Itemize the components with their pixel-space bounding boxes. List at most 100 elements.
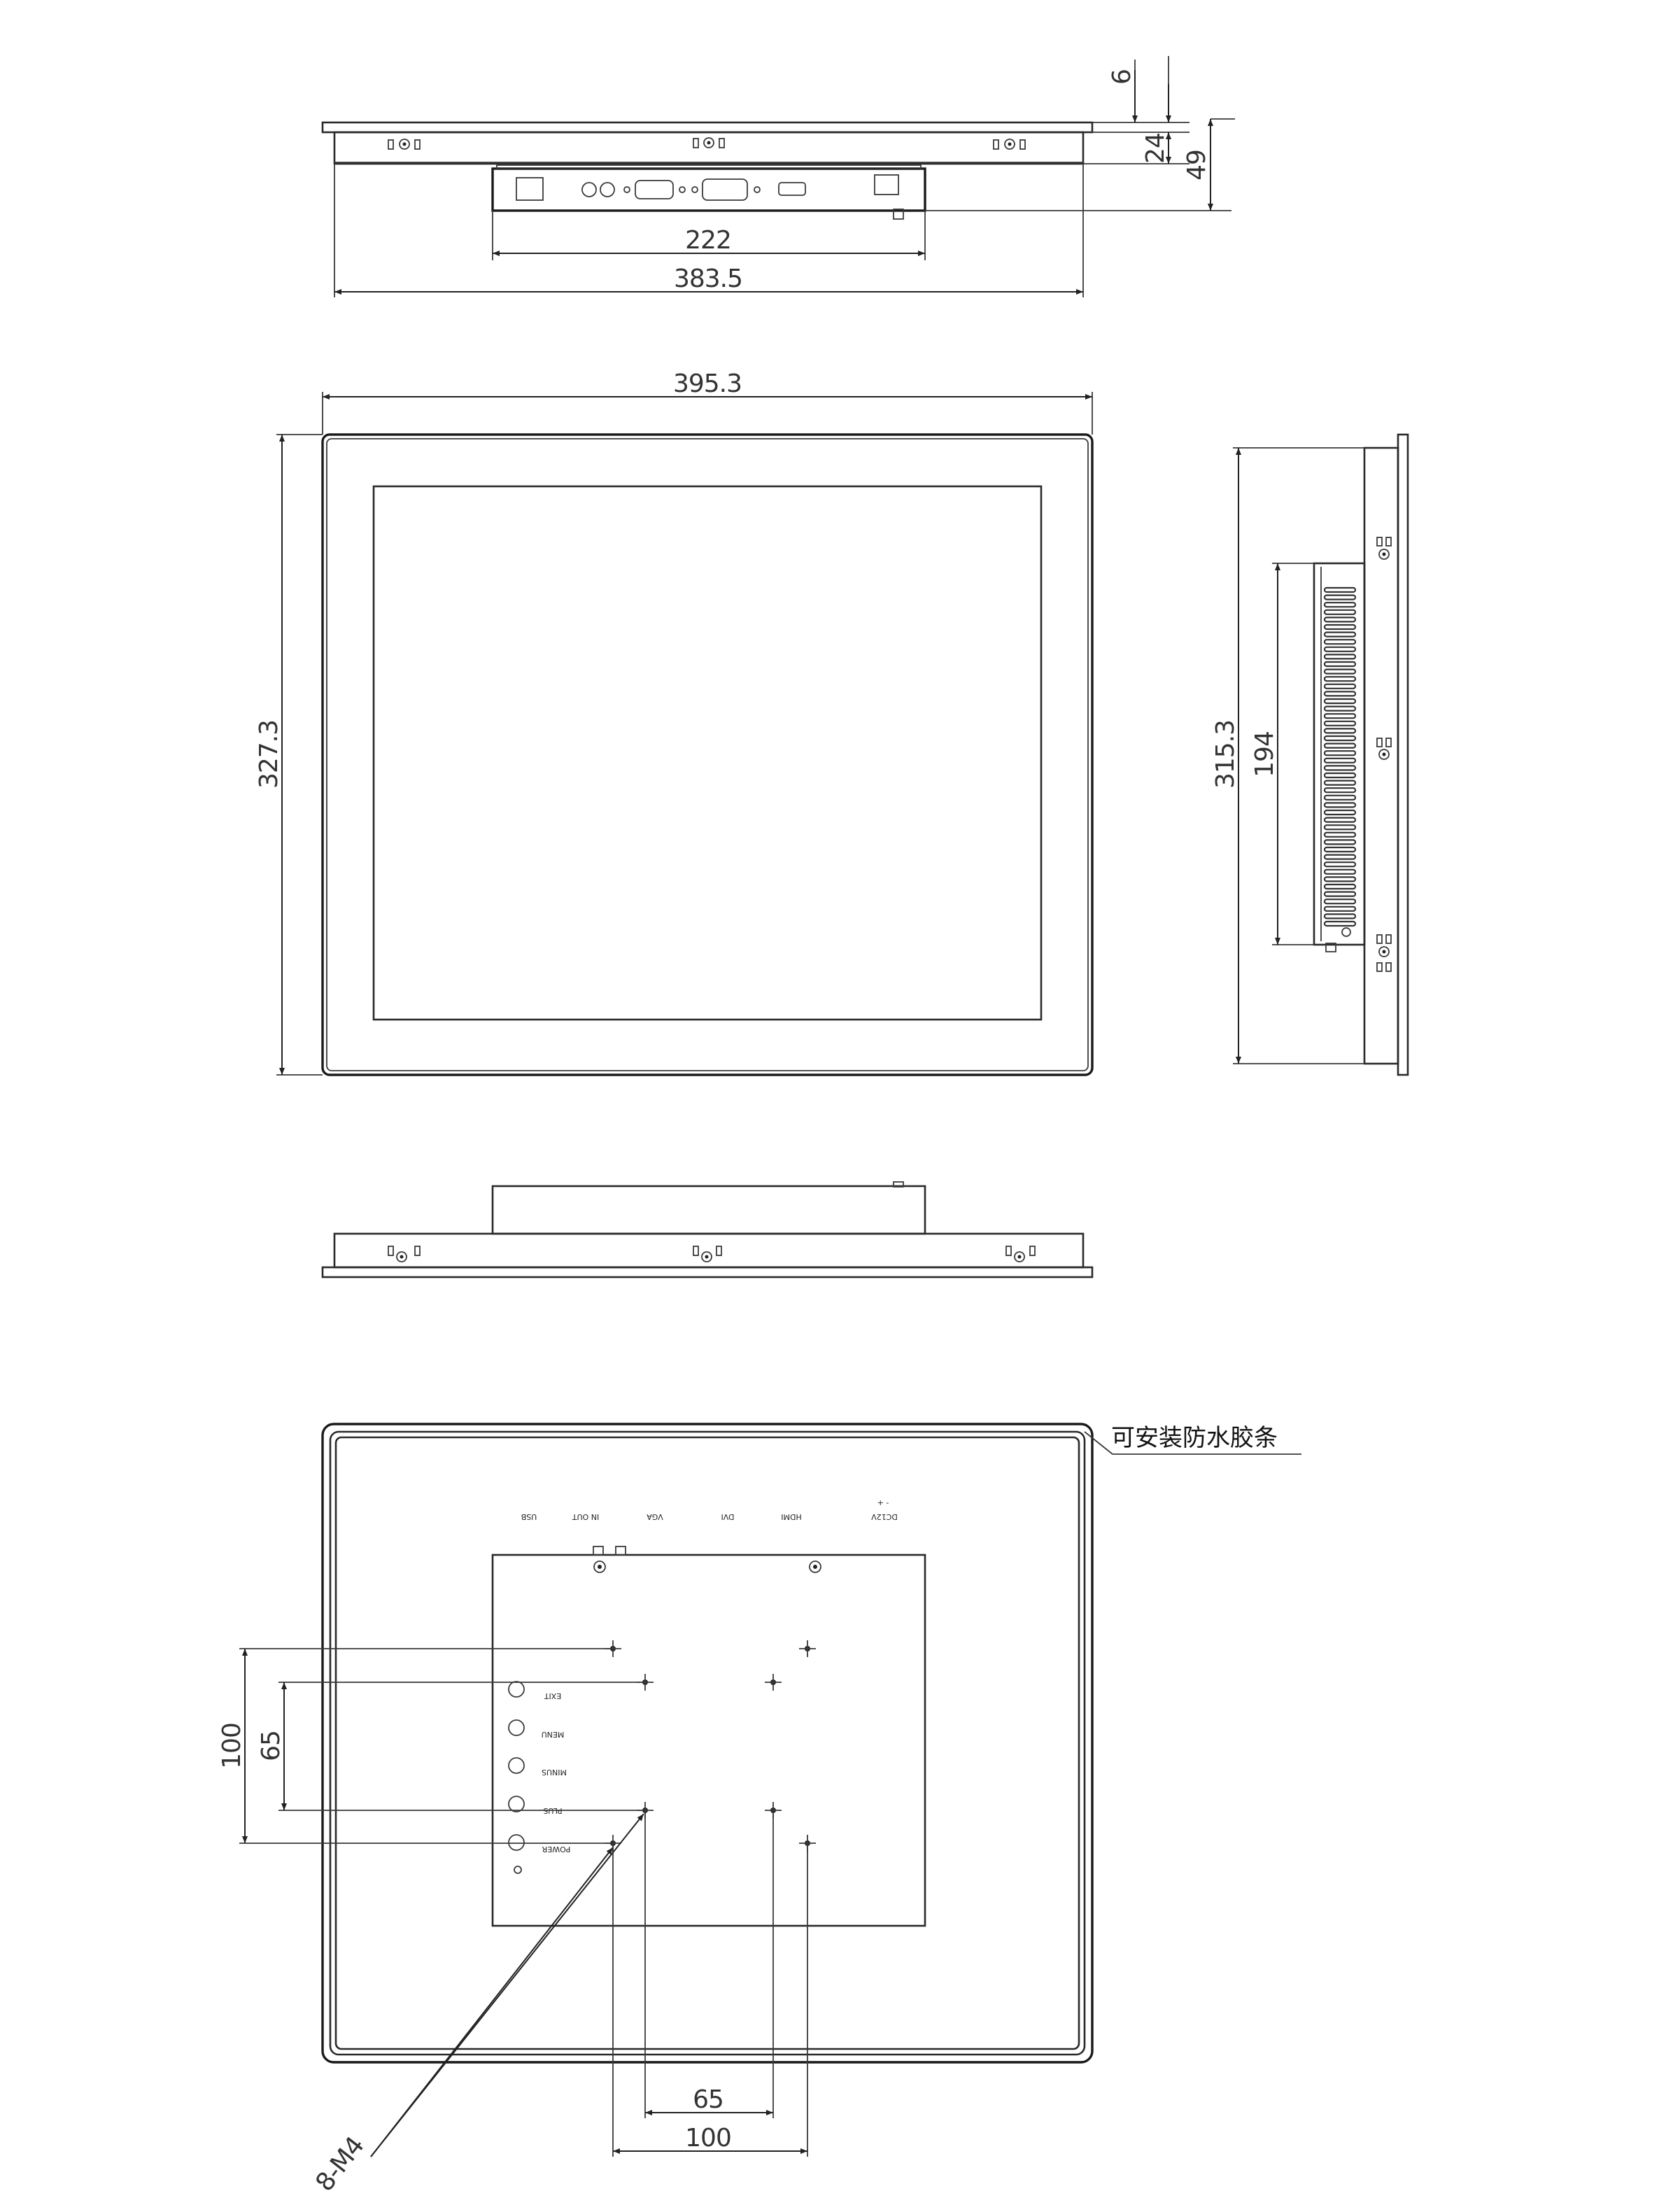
dim-rear-100-horizontal: 100 xyxy=(685,2124,731,2153)
vent-slot xyxy=(1323,720,1357,726)
port-label-hdmi: HDMI xyxy=(781,1512,801,1521)
vent-slot xyxy=(1323,757,1357,763)
dim-rear-100-vertical: 100 xyxy=(218,1723,246,1769)
vent-slot xyxy=(1323,698,1357,705)
vent-slot xyxy=(1323,913,1357,920)
vent-slot xyxy=(1323,654,1357,660)
side-view: 315.3 194 xyxy=(1211,433,1409,1076)
bottom-view-screw-mid xyxy=(693,1246,722,1262)
waterproof-strip xyxy=(329,1430,1086,2056)
side-view-screw-mid xyxy=(1376,738,1392,760)
minus-button[interactable] xyxy=(508,1757,525,1774)
dim-383-5: 383.5 xyxy=(674,265,742,293)
port-label-dvi: DVI xyxy=(721,1512,734,1521)
vent-slot xyxy=(1323,868,1357,875)
port-label-polarity: + - xyxy=(877,1498,889,1507)
osd-buttons: EXIT MENU MINUS PLUS POWER xyxy=(508,1681,570,1874)
vent-slot xyxy=(1323,594,1357,600)
vent-slot xyxy=(1323,713,1357,719)
bottom-view-screw-left xyxy=(388,1246,421,1262)
dim-327-3: 327.3 xyxy=(255,720,283,789)
button-label-exit: EXIT xyxy=(544,1691,561,1700)
vent-slot xyxy=(1323,787,1357,794)
dim-395-3: 395.3 xyxy=(673,369,742,398)
front-view: 395.3 327.3 xyxy=(255,369,1094,1076)
dim-222: 222 xyxy=(685,226,731,255)
top-view-io-box xyxy=(491,167,926,212)
vent-slot xyxy=(1323,831,1357,838)
vent-slot xyxy=(1323,824,1357,831)
vent-slot xyxy=(1323,668,1357,675)
vent-slot xyxy=(1323,846,1357,853)
rear-outer-frame xyxy=(321,1423,1094,2064)
usb-port-icon xyxy=(516,177,544,201)
plus-button[interactable] xyxy=(508,1796,525,1812)
top-view-screw-right xyxy=(993,139,1026,150)
front-bezel xyxy=(321,433,1094,1076)
vent-slot xyxy=(1323,631,1357,637)
vesa-holes xyxy=(605,1640,816,1852)
vent-slot xyxy=(1323,906,1357,912)
vent-slot xyxy=(1323,728,1357,734)
exit-button[interactable] xyxy=(508,1681,525,1698)
port-label-vga: VGA xyxy=(647,1512,663,1521)
vent-slot xyxy=(1323,891,1357,897)
bottom-view-screw-right xyxy=(1005,1246,1036,1262)
vent-slot xyxy=(1323,750,1357,756)
bottom-view-body xyxy=(333,1232,1085,1269)
cover-screw-left xyxy=(593,1561,606,1573)
vent-slot xyxy=(1323,742,1357,749)
power-led-icon xyxy=(514,1866,522,1874)
vent-slot xyxy=(1323,586,1357,593)
rear-back-cover xyxy=(491,1554,926,1927)
audio-out-jack-icon xyxy=(600,182,615,197)
vent-slot xyxy=(1323,920,1357,927)
top-view-body xyxy=(333,131,1085,165)
dim-rear-65-vertical: 65 xyxy=(257,1731,285,1761)
menu-button[interactable] xyxy=(508,1719,525,1736)
top-view-screw-mid xyxy=(693,137,725,148)
vga-port-icon xyxy=(635,180,674,199)
bottom-view-frame-lip xyxy=(321,1266,1094,1278)
vent-slot xyxy=(1323,705,1357,712)
vent-slot xyxy=(1323,802,1357,808)
audio-in-jack-icon xyxy=(581,182,597,197)
dim-6: 6 xyxy=(1108,69,1136,85)
vent-slot xyxy=(1323,624,1357,630)
vent-slot xyxy=(1323,661,1357,668)
vent-slot xyxy=(1323,639,1357,645)
port-label-dc12v: DC12V xyxy=(871,1512,898,1521)
top-view-frame-lip xyxy=(321,121,1094,134)
dim-24: 24 xyxy=(1141,133,1170,164)
vent-slot xyxy=(1323,780,1357,786)
power-button[interactable] xyxy=(508,1834,525,1851)
port-label-in-out: IN OUT xyxy=(572,1512,600,1521)
vent-slot xyxy=(1323,602,1357,608)
vent-slot xyxy=(1323,854,1357,860)
rear-view: 可安装防水胶条 USB IN OUT VGA DVI HDMI DC12V + … xyxy=(218,1423,1301,2197)
vent-slot xyxy=(1323,809,1357,816)
side-view-frame-lip xyxy=(1397,433,1409,1076)
dim-315-3: 315.3 xyxy=(1211,720,1240,789)
bottom-view-io-box xyxy=(491,1185,926,1235)
side-view-screw-top xyxy=(1376,537,1392,560)
vent-slot xyxy=(1323,735,1357,742)
dvi-port-icon xyxy=(702,178,748,201)
dim-194: 194 xyxy=(1250,731,1279,777)
button-label-menu: MENU xyxy=(542,1730,565,1739)
vent-slot xyxy=(1323,683,1357,689)
hdmi-port-icon xyxy=(778,182,806,196)
vent-slot xyxy=(1323,817,1357,823)
vent-slot xyxy=(1323,609,1357,615)
button-label-power: POWER xyxy=(542,1845,570,1854)
cover-screw-right xyxy=(809,1561,821,1573)
button-label-minus: MINUS xyxy=(542,1768,567,1777)
vent-slot xyxy=(1323,691,1357,697)
screw-callout-8-m4: 8-M4 xyxy=(310,2132,369,2197)
waterproof-strip-callout: 可安装防水胶条 xyxy=(1111,1424,1278,1452)
vent-slot xyxy=(1323,876,1357,882)
vent-slot xyxy=(1323,794,1357,801)
port-label-usb: USB xyxy=(521,1512,537,1521)
vent-slot xyxy=(1323,883,1357,890)
